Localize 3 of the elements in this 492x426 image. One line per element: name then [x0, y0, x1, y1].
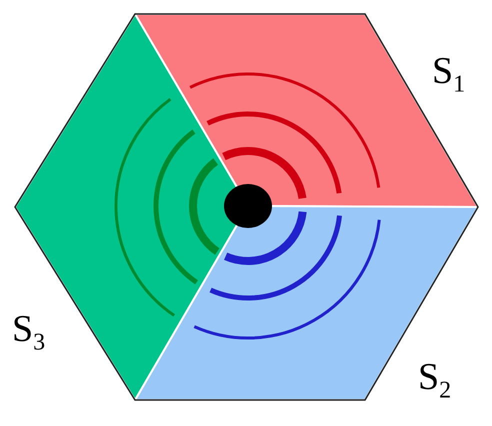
sector-label: S$_{1}$	[432, 52, 466, 97]
sector-label: S$_{3}$	[12, 310, 46, 355]
sector-label: S$_{2}$	[418, 358, 452, 403]
